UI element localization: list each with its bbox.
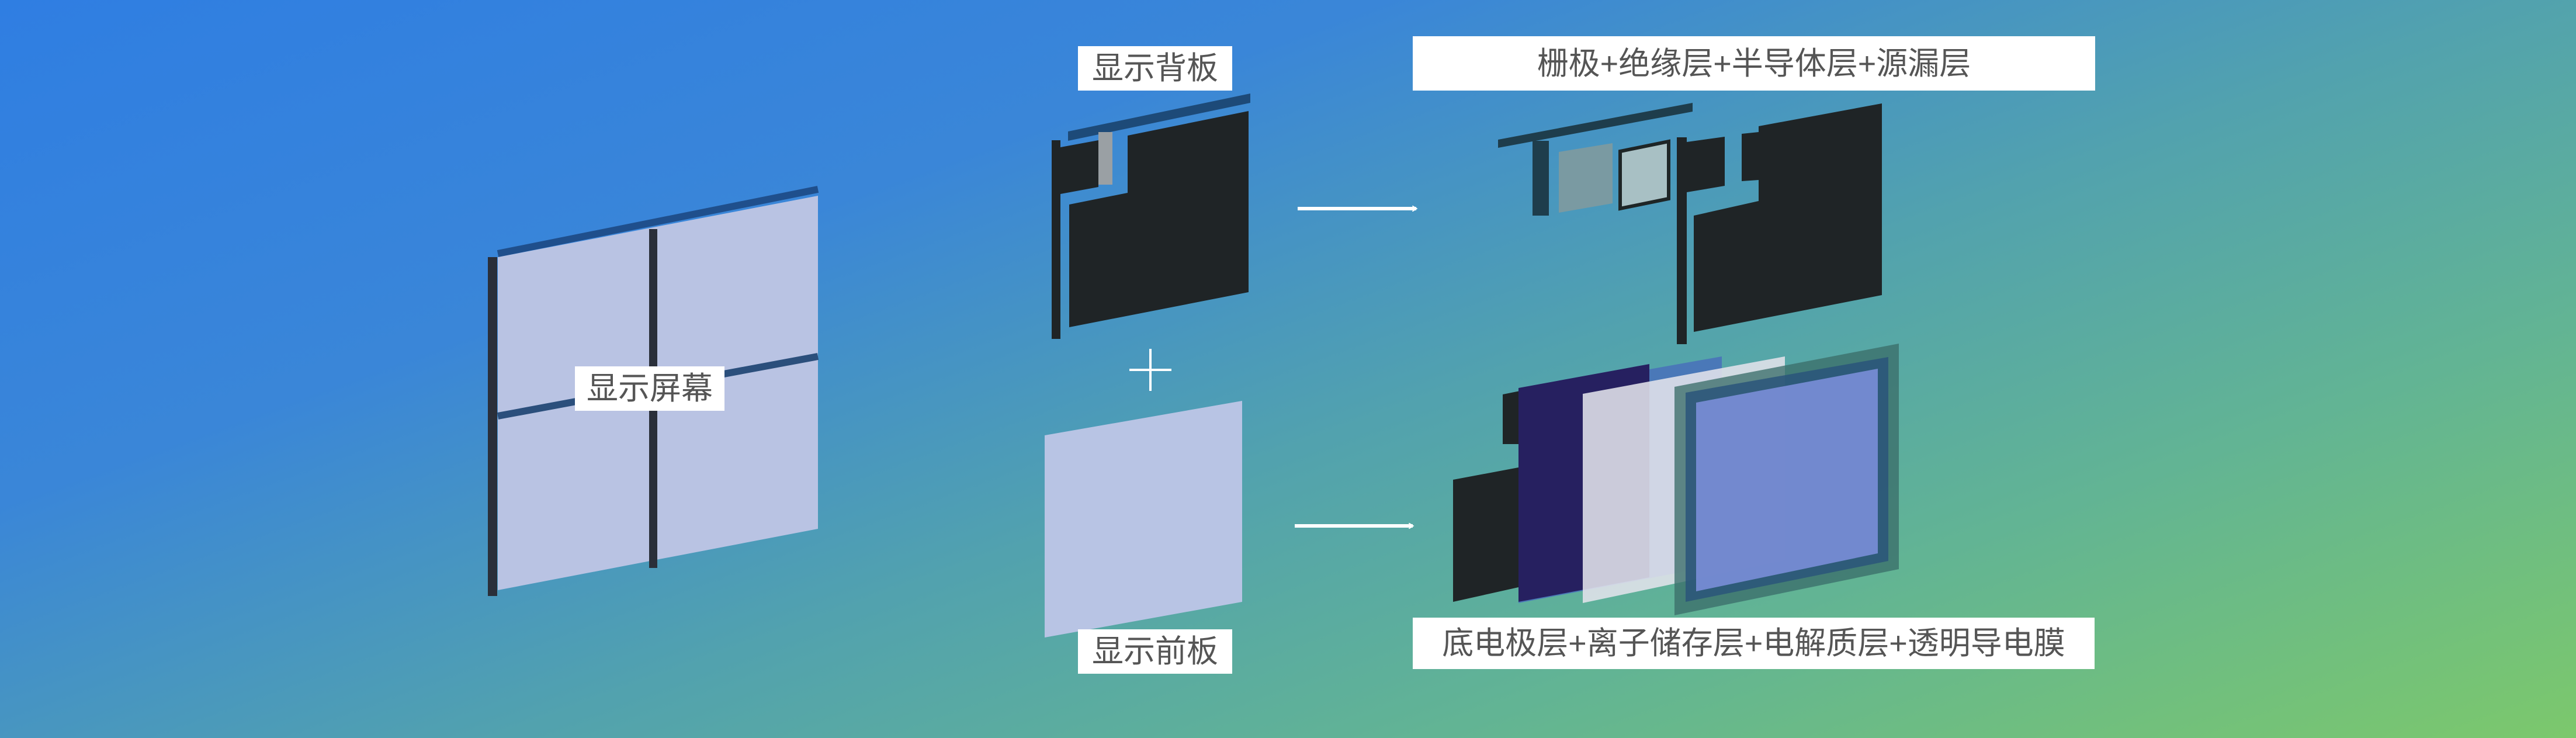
insulator-layer	[1559, 143, 1613, 213]
source-electrode	[1687, 137, 1725, 192]
backplane-layers-graphic	[1498, 103, 1882, 344]
backplane-layers-label: 栅极+绝缘层+半导体层+源漏层	[1413, 36, 2095, 91]
frontplane-graphic	[1045, 401, 1242, 637]
frontplane-layers-graphic	[1453, 344, 1899, 615]
display-screen-label: 显示屏幕	[575, 366, 724, 411]
frontplane-label: 显示前板	[1078, 629, 1232, 674]
drain-pixel-electrode	[1694, 103, 1882, 332]
semiconductor-layer	[1618, 139, 1670, 211]
gate-electrode	[1533, 141, 1549, 216]
screen-left-bar	[488, 257, 497, 596]
transparent-conductive-film	[1696, 369, 1878, 591]
gate-line	[1498, 103, 1693, 148]
backplane-graphic	[1052, 93, 1250, 339]
frontplane-layers-label: 底电极层+离子储存层+电解质层+透明导电膜	[1413, 618, 2095, 669]
backplane-label: 显示背板	[1078, 46, 1232, 91]
screen-top-edge	[497, 186, 819, 257]
data-line	[1677, 137, 1687, 344]
plus-icon	[1129, 349, 1171, 391]
